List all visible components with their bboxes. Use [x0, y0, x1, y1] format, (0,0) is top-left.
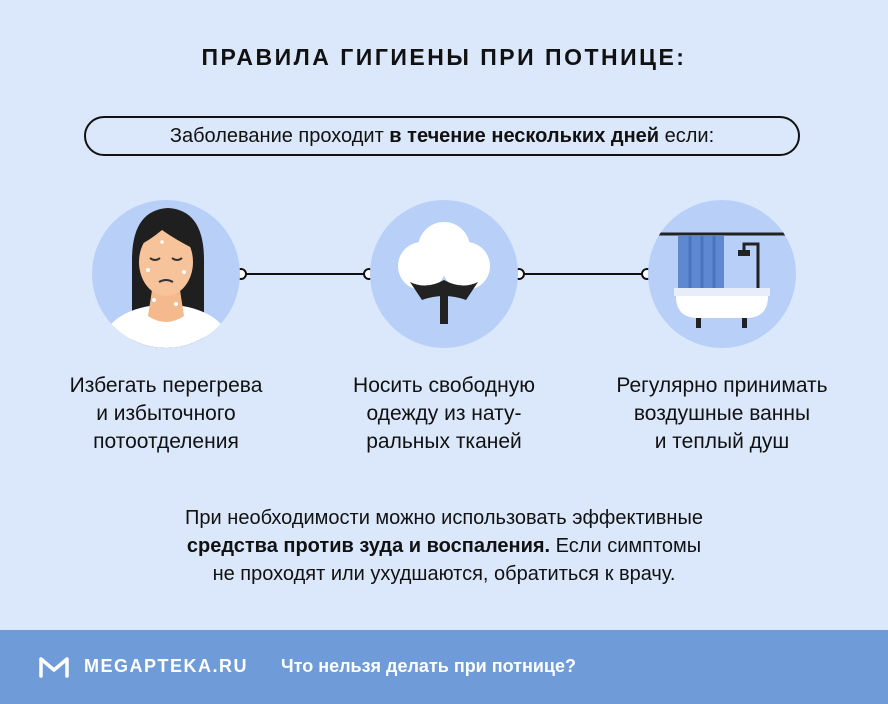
step-3-line-3: и теплый душ — [654, 430, 790, 453]
note-line-1: При необходимости можно использовать эфф… — [185, 507, 703, 529]
megapteka-logo-icon — [39, 657, 69, 678]
step-1-caption: Избегать перегрева и избыточного потоотд… — [36, 372, 296, 456]
woman-face-icon — [100, 208, 232, 348]
footer-bar: MEGAPTEKA.RU Что нельзя делать при потни… — [0, 630, 888, 704]
note-line-2-rest: Если симптомы — [550, 535, 702, 557]
related-article-link[interactable]: Что нельзя делать при потнице? — [281, 656, 576, 676]
step-1-line-1: Избегать перегрева — [69, 374, 263, 397]
note-line-3: не проходят или ухудшаются, обратиться к… — [212, 563, 676, 585]
note-bold: средства против зуда и воспаления. — [186, 535, 551, 557]
step-1-line-2: и избыточного — [96, 402, 236, 425]
step-3-circle — [648, 200, 796, 348]
step-3-line-1: Регулярно принимать — [616, 374, 828, 397]
intro-bold: в течение нескольких дней — [389, 125, 660, 147]
step-2-line-2: одежду из нату- — [366, 402, 522, 425]
step-2-line-3: ральных тканей — [366, 430, 522, 453]
intro-suffix: если: — [659, 125, 715, 147]
bathtub-shower-icon — [648, 232, 796, 328]
step-1-circle — [92, 200, 240, 348]
intro-prefix: Заболевание проходит — [169, 125, 390, 147]
step-2-caption: Носить свободную одежду из нату- ральных… — [314, 372, 574, 456]
brand-name[interactable]: MEGAPTEKA.RU — [84, 656, 249, 676]
cotton-flower-icon — [398, 222, 490, 324]
step-2-circle — [370, 200, 518, 348]
page-title: ПРАВИЛА ГИГИЕНЫ ПРИ ПОТНИЦЕ: — [201, 44, 687, 70]
step-2-line-1: Носить свободную — [353, 374, 535, 397]
step-1-line-3: потоотделения — [93, 430, 239, 453]
intro-pill: Заболевание проходит в течение нескольки… — [84, 116, 800, 156]
step-3-caption: Регулярно принимать воздушные ванны и те… — [592, 372, 852, 456]
note-line-2: средства против зуда и воспаления. Если … — [0, 532, 888, 560]
step-3-line-2: воздушные ванны — [633, 402, 811, 425]
advice-note: При необходимости можно использовать эфф… — [0, 504, 888, 588]
